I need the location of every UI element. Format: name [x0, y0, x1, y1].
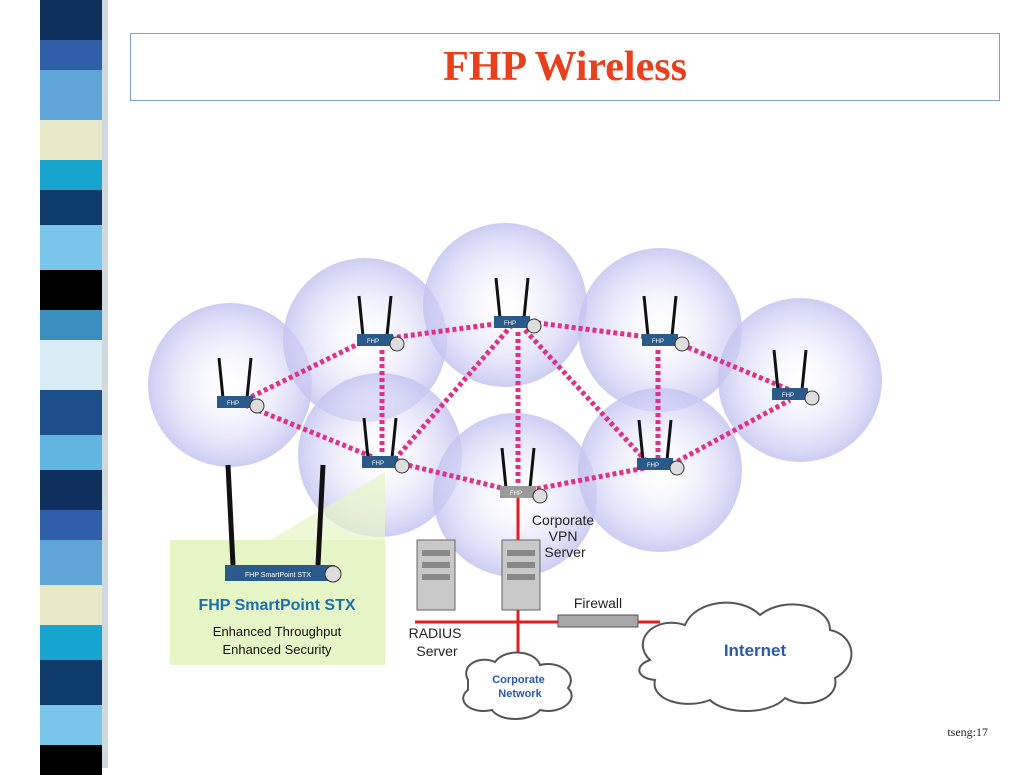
access-point-label: FHP: [504, 321, 516, 327]
corporate-network-cloud: [462, 651, 573, 720]
radius-label-line-1: RADIUS: [409, 625, 462, 641]
access-point-node: FHP: [494, 277, 542, 334]
internet-cloud: [638, 601, 853, 712]
slide-footer: tseng:17: [947, 725, 988, 739]
sidebar-stripe: [40, 390, 102, 435]
sidebar-stripe: [40, 705, 102, 745]
corp-net-line-2: Network: [498, 688, 542, 700]
vpn-server-label: Corporate VPN Server: [532, 512, 598, 560]
access-point-label: FHP: [227, 401, 239, 407]
network-diagram: FHP FHP FHP FHP FHP FHP FHP FHP Corporate VPN S…: [148, 223, 882, 720]
sidebar-stripe: [40, 510, 102, 540]
access-point-label: FHP: [367, 339, 379, 345]
access-points: FHP FHP FHP FHP FHP FHP FHP FHP: [217, 277, 820, 504]
access-point-label: FHP: [782, 393, 794, 399]
corp-net-line-1: Corporate: [492, 674, 545, 686]
vpn-label-line-3: Server: [544, 544, 586, 560]
access-point-node: FHP: [637, 419, 685, 476]
access-point-node: FHP: [772, 349, 820, 406]
sidebar-edge: [102, 0, 108, 768]
page-title: FHP Wireless: [443, 44, 687, 90]
access-point-label: FHP: [372, 461, 384, 467]
corporate-network-label: Corporate Network: [492, 674, 548, 700]
mesh-links: [243, 319, 792, 493]
sidebar-stripe: [40, 40, 102, 70]
sidebar-stripe: [40, 225, 102, 270]
firewall-label: Firewall: [574, 595, 622, 611]
title-box: FHP Wireless: [130, 33, 1000, 101]
radius-server-tower: [416, 539, 456, 611]
smartpoint-device-label: FHP SmartPoint STX: [245, 572, 311, 579]
sidebar-stripe: [40, 310, 102, 340]
access-point-node: FHP: [362, 417, 410, 474]
vpn-server-tower: [501, 539, 541, 611]
vpn-label-line-2: VPN: [549, 528, 578, 544]
sidebar-stripe: [40, 340, 102, 390]
sidebar-stripe: [40, 0, 102, 40]
sidebar-stripe: [40, 540, 102, 585]
sidebar-stripe: [40, 585, 102, 625]
product-feature-security: Enhanced Security: [222, 642, 332, 657]
product-feature-throughput: Enhanced Throughput: [213, 624, 342, 639]
internet-label: Internet: [724, 641, 787, 660]
sidebar-stripe: [40, 745, 102, 775]
decorative-sidebar: [0, 0, 118, 775]
sidebar-stripe: [40, 435, 102, 470]
sidebar-stripe: [40, 270, 102, 310]
sidebar-stripe: [40, 120, 102, 160]
sidebar-stripe: [40, 160, 102, 190]
firewall-device: [557, 614, 639, 628]
sidebar-stripe: [40, 625, 102, 660]
radius-label-line-2: Server: [416, 643, 458, 659]
access-point-label: FHP: [647, 463, 659, 469]
access-point-node: FHP: [500, 447, 548, 504]
sidebar-stripe: [40, 470, 102, 510]
sidebar-stripe: [40, 660, 102, 705]
access-point-node: FHP: [217, 357, 265, 414]
smartpoint-device: [225, 464, 342, 583]
product-name: FHP SmartPoint STX: [198, 597, 355, 614]
access-point-node: FHP: [642, 295, 690, 352]
sidebar-stripe: [40, 190, 102, 225]
radius-server-label: RADIUS Server: [409, 625, 466, 659]
access-point-label: FHP: [510, 491, 522, 497]
access-point-node: FHP: [357, 295, 405, 352]
vpn-label-line-1: Corporate: [532, 512, 594, 528]
access-point-label: FHP: [652, 339, 664, 345]
sidebar-stripe: [40, 70, 102, 120]
